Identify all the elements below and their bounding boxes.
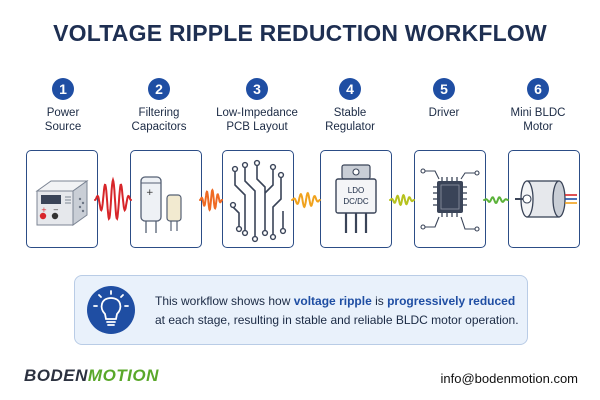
step-label-line2: PCB Layout [226, 121, 288, 133]
step-number-badge: 4 [339, 78, 361, 100]
step-label-line2: Motor [523, 121, 553, 133]
svg-text:+: + [146, 188, 154, 198]
regulator-label-dcdc: DC/DC [343, 197, 369, 206]
power-supply-icon: + − [35, 180, 89, 226]
step-1-header: 1 Power Source [18, 78, 108, 134]
regulator-chip-icon: LDO DC/DC [335, 164, 377, 233]
step-number-badge: 3 [246, 78, 268, 100]
capacitor-icon: + [140, 176, 182, 233]
step-6-header: 6 Mini BLDC Motor [493, 78, 583, 134]
ripple-wave-1 [94, 176, 132, 221]
step-number-badge: 5 [433, 78, 455, 100]
info-text-part: This workflow shows how [155, 294, 294, 308]
step-4-header: 4 Stable Regulator [305, 78, 395, 134]
info-description: This workflow shows how voltage ripple i… [155, 292, 521, 330]
step-label-line2: Source [44, 121, 82, 133]
motor-card [508, 150, 580, 248]
bldc-motor-icon [515, 180, 577, 218]
step-label-line1: Stable [333, 107, 367, 119]
step-label-line1: Mini BLDC [510, 107, 566, 119]
regulator-card: LDO DC/DC [320, 150, 392, 248]
step-2-header: 2 Filtering Capacitors [114, 78, 204, 134]
step-number-badge: 2 [148, 78, 170, 100]
info-text-part: is [371, 294, 388, 308]
minus-sign: − [53, 206, 59, 214]
info-box: This workflow shows how voltage ripple i… [74, 275, 528, 345]
brand-logo-part2: MOTION [87, 366, 159, 385]
capacitors-card: + [130, 150, 202, 248]
step-label-line1: Filtering [138, 107, 180, 119]
pcb-layout-card [222, 150, 294, 248]
info-highlight-reduced: progressively reduced [387, 294, 516, 308]
info-highlight-ripple: voltage ripple [293, 294, 372, 308]
lightbulb-icon [87, 286, 135, 334]
ripple-wave-5 [483, 196, 509, 205]
brand-logo: BODENMOTION [24, 366, 159, 386]
step-label-line2: Capacitors [131, 121, 187, 133]
regulator-label-ldo: LDO [348, 186, 364, 195]
step-5-header: 5 Driver [399, 78, 489, 120]
driver-card [414, 150, 486, 248]
power-source-card: + − [26, 150, 98, 248]
ripple-wave-4 [389, 193, 415, 207]
plus-sign: + [41, 206, 47, 214]
step-number-badge: 1 [52, 78, 74, 100]
step-label-line2: Regulator [325, 121, 375, 133]
ripple-wave-3 [291, 191, 321, 209]
info-text-part: at each stage, resulting in stable and r… [155, 313, 519, 327]
step-label-line1: Power [46, 107, 80, 119]
pcb-traces-icon [229, 159, 287, 243]
step-label-line1: Driver [428, 107, 460, 119]
contact-email: info@bodenmotion.com [440, 371, 579, 386]
page-title: VOLTAGE RIPPLE REDUCTION WORKFLOW [53, 20, 547, 46]
step-number-badge: 6 [527, 78, 549, 100]
driver-board-icon [420, 168, 480, 232]
step-label-line1: Low-Impedance [216, 107, 298, 119]
brand-logo-part1: BODEN [24, 366, 88, 385]
ripple-wave-2 [199, 188, 223, 212]
step-3-header: 3 Low-Impedance PCB Layout [212, 78, 302, 134]
